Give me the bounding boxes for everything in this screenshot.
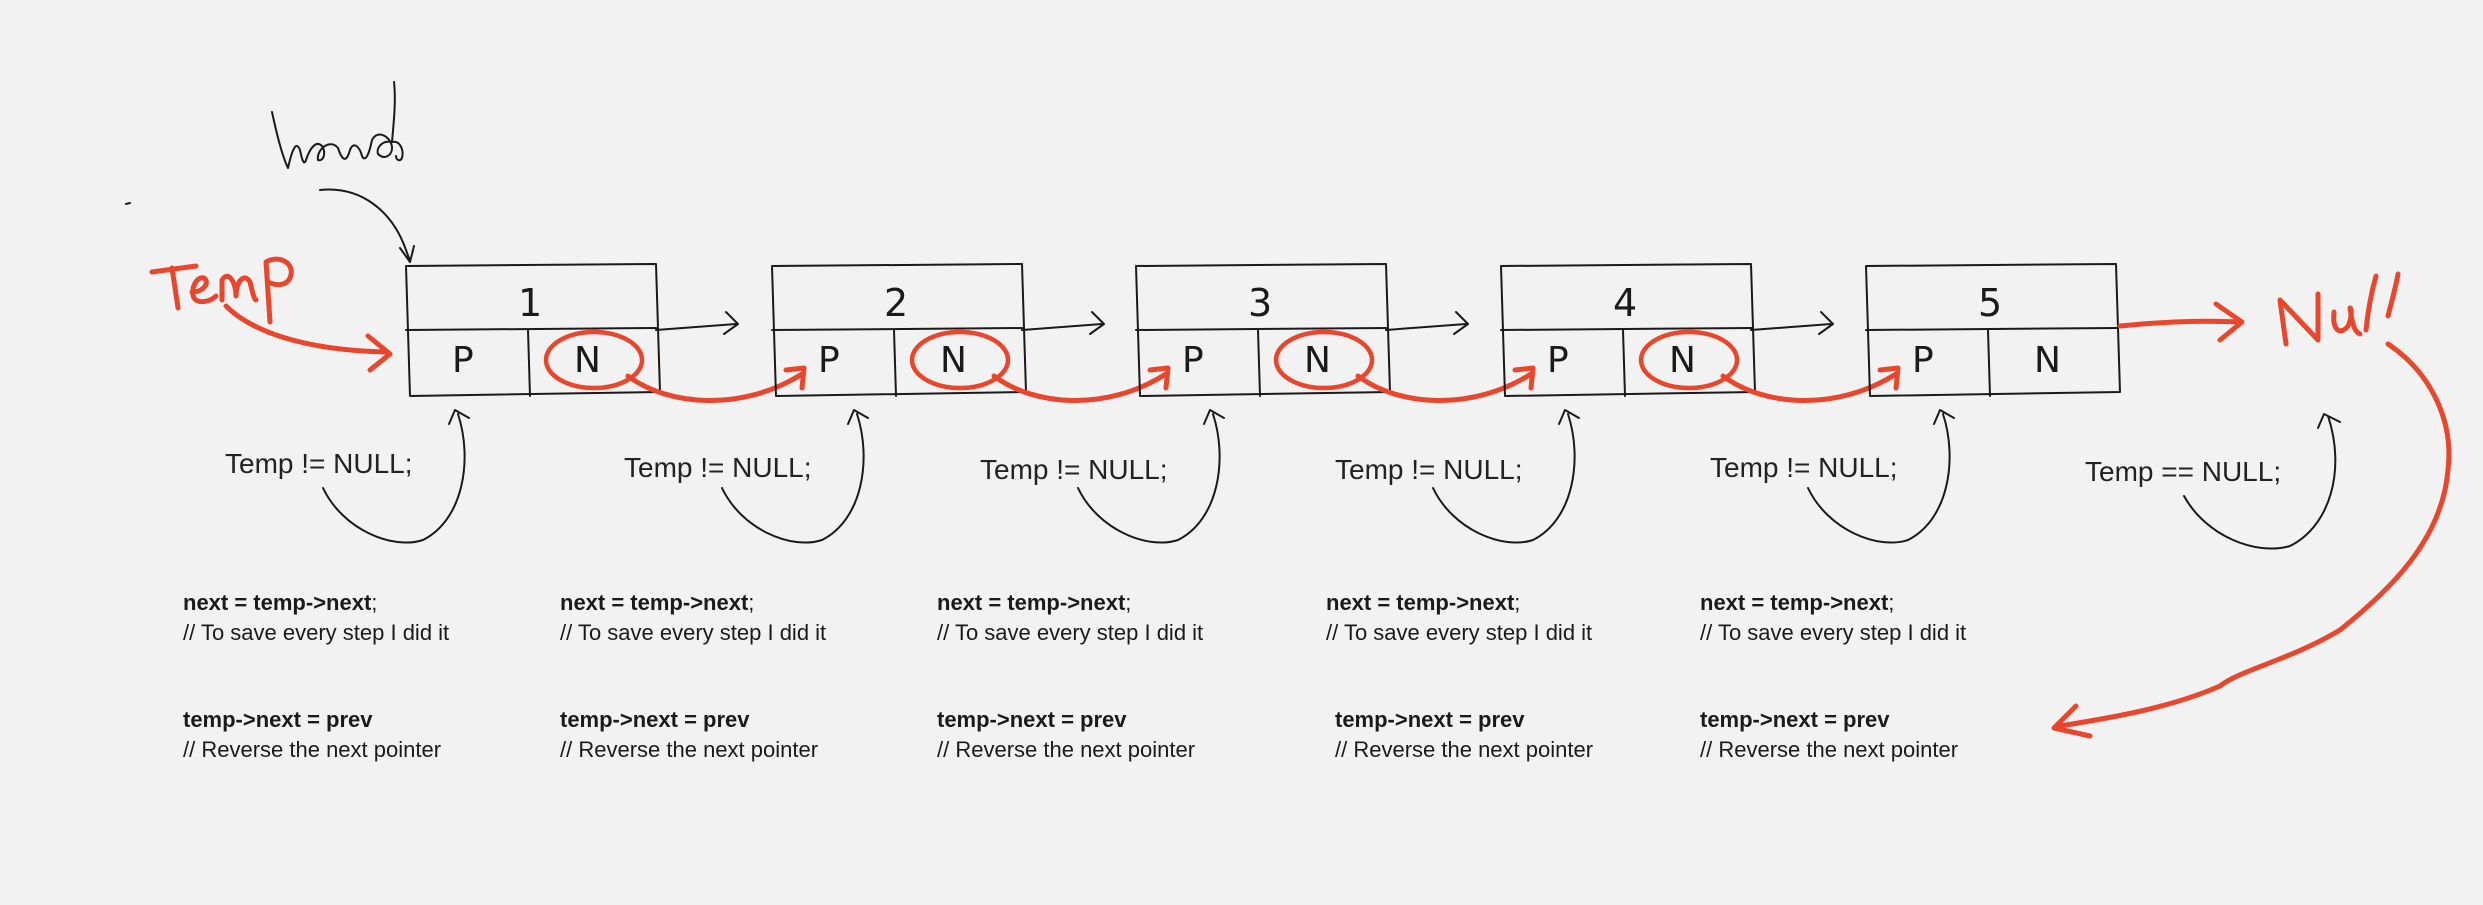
temp-advance-arrow xyxy=(1720,365,1901,403)
reverse-step: temp->next = prev // Reverse the next poi… xyxy=(1700,705,1958,765)
save-next-semicolon: ; xyxy=(371,590,378,615)
node-value: 1 xyxy=(518,281,542,325)
list-node: 2P N xyxy=(721,263,1171,544)
node-split xyxy=(1987,329,1991,397)
next-pointer-highlight xyxy=(543,329,645,391)
list-node: 3P N xyxy=(1077,263,1536,544)
save-next-semicolon: ; xyxy=(1888,590,1895,615)
next-pointer-highlight xyxy=(1273,329,1375,391)
loop-condition: Temp != NULL; xyxy=(624,452,812,483)
node-value: 2 xyxy=(884,281,908,325)
reverse-comment: // Reverse the next pointer xyxy=(183,737,442,762)
node-divider xyxy=(771,327,1025,331)
reverse-comment: // Reverse the next pointer xyxy=(1335,737,1594,762)
list-node: 4P N xyxy=(1432,263,1901,544)
node-divider xyxy=(1500,327,1754,331)
save-next-step: next = temp->next; // To save every step … xyxy=(1326,588,1592,648)
loop-condition: Temp != NULL; xyxy=(1710,452,1898,483)
save-next-step: next = temp->next; // To save every step … xyxy=(937,588,1203,648)
reverse-comment: // Reverse the next pointer xyxy=(560,737,819,762)
prev-field-label: P xyxy=(818,340,840,381)
next-pointer-highlight xyxy=(909,329,1011,391)
save-next-comment: // To save every step I did it xyxy=(1700,620,1967,645)
save-next-code: next = temp->next xyxy=(1326,590,1515,615)
temp-advance-arrow xyxy=(991,365,1171,403)
reverse-code: temp->next = prev xyxy=(183,707,373,732)
loop-arrow xyxy=(1077,409,1225,544)
loop-arrow xyxy=(1807,409,1955,544)
reverse-step: temp->next = prev // Reverse the next poi… xyxy=(183,705,441,765)
prev-field-label: P xyxy=(1182,340,1204,381)
node-split xyxy=(527,329,531,397)
node-divider xyxy=(1865,327,2119,331)
list-node: 5P N xyxy=(1807,263,2121,544)
node-divider xyxy=(1135,327,1389,331)
save-next-comment: // To save every step I did it xyxy=(183,620,450,645)
next-field-label: N xyxy=(2034,340,2061,381)
head-arrow xyxy=(319,188,415,263)
null-label xyxy=(2277,271,2401,347)
null-arrow xyxy=(2117,301,2245,343)
null-return-curve xyxy=(2051,341,2452,739)
forward-arrow xyxy=(1021,311,1105,335)
node-split xyxy=(1257,329,1261,397)
loop-arrow xyxy=(1432,409,1580,544)
next-field-label: N xyxy=(1669,340,1696,381)
save-next-semicolon: ; xyxy=(1514,590,1521,615)
node-value: 3 xyxy=(1248,281,1272,325)
save-next-semicolon: ; xyxy=(748,590,755,615)
reverse-step: temp->next = prev // Reverse the next poi… xyxy=(560,705,818,765)
final-loop-arrow xyxy=(2183,413,2341,550)
save-next-semicolon: ; xyxy=(1125,590,1132,615)
loop-arrow xyxy=(322,409,470,544)
node-box xyxy=(1865,263,2121,397)
node-split xyxy=(1622,329,1626,397)
forward-arrow xyxy=(1750,311,1834,335)
reverse-step: temp->next = prev // Reverse the next poi… xyxy=(937,705,1195,765)
temp-label xyxy=(149,256,294,325)
forward-arrow xyxy=(1385,311,1469,335)
node-divider xyxy=(405,327,659,331)
forward-arrow xyxy=(655,311,739,335)
loop-condition: Temp != NULL; xyxy=(980,454,1168,485)
reverse-comment: // Reverse the next pointer xyxy=(937,737,1196,762)
loop-condition: Temp != NULL; xyxy=(225,448,413,479)
reverse-code: temp->next = prev xyxy=(1700,707,1890,732)
reverse-code: temp->next = prev xyxy=(1335,707,1525,732)
save-next-code: next = temp->next xyxy=(1700,590,1889,615)
node-value: 4 xyxy=(1613,281,1637,325)
save-next-step: next = temp->next; // To save every step … xyxy=(560,588,826,648)
final-condition: Temp == NULL; xyxy=(2085,456,2282,487)
save-next-step: next = temp->next; // To save every step … xyxy=(183,588,449,648)
save-next-comment: // To save every step I did it xyxy=(1326,620,1593,645)
next-field-label: N xyxy=(940,340,967,381)
prev-field-label: P xyxy=(1547,340,1569,381)
save-next-comment: // To save every step I did it xyxy=(560,620,827,645)
prev-field-label: P xyxy=(452,340,474,381)
next-pointer-highlight xyxy=(1638,329,1740,391)
next-field-label: N xyxy=(574,340,601,381)
reverse-comment: // Reverse the next pointer xyxy=(1700,737,1959,762)
save-next-code: next = temp->next xyxy=(183,590,372,615)
reverse-code: temp->next = prev xyxy=(560,707,750,732)
save-next-comment: // To save every step I did it xyxy=(937,620,1204,645)
reverse-step: temp->next = prev // Reverse the next poi… xyxy=(1335,705,1593,765)
loop-arrow xyxy=(721,409,869,544)
next-field-label: N xyxy=(1304,340,1331,381)
save-next-code: next = temp->next xyxy=(560,590,749,615)
prev-field-label: P xyxy=(1912,340,1934,381)
temp-advance-arrow xyxy=(1355,365,1536,403)
reverse-code: temp->next = prev xyxy=(937,707,1127,732)
node-split xyxy=(893,329,897,397)
loop-condition: Temp != NULL; xyxy=(1335,454,1523,485)
save-next-step: next = temp->next; // To save every step … xyxy=(1700,588,1966,648)
list-node: 1P N xyxy=(322,263,807,544)
node-value: 5 xyxy=(1978,281,2002,325)
head-label xyxy=(125,81,404,205)
save-next-code: next = temp->next xyxy=(937,590,1126,615)
temp-arrow xyxy=(223,303,393,373)
temp-advance-arrow xyxy=(625,365,807,403)
